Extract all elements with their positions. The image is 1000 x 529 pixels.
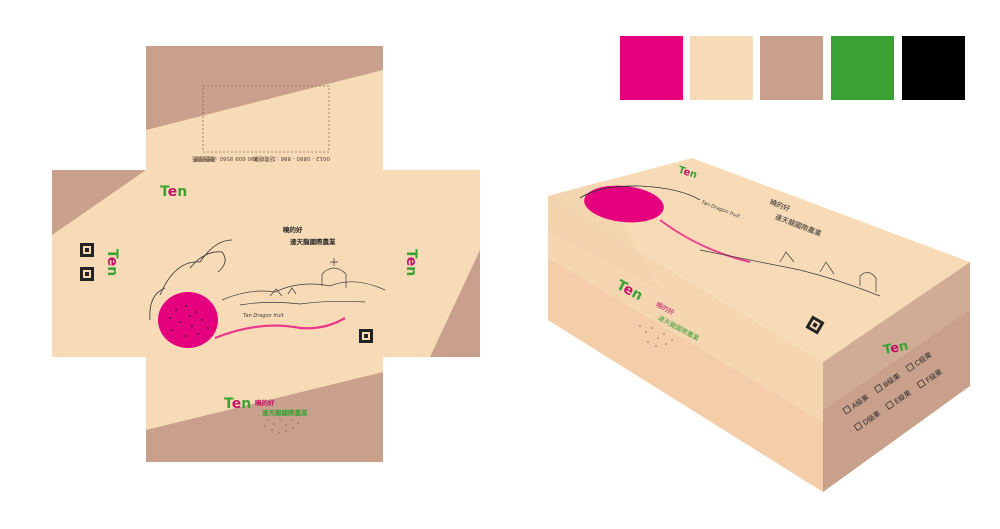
logo-left-rotated: Ten	[104, 249, 120, 276]
logo-top: Ten	[160, 184, 187, 200]
qr-code-left	[80, 243, 94, 281]
grade-box-d	[853, 421, 863, 432]
box-front-band	[548, 258, 823, 492]
box-end-light	[823, 262, 970, 410]
flap-text-3: 部莊經理	[193, 155, 216, 163]
swatch-green	[831, 36, 894, 100]
swatch-taupe	[760, 36, 823, 100]
qr-code-net	[359, 329, 373, 343]
logo-letter-e: e	[168, 184, 178, 200]
box-qr-code	[805, 315, 825, 335]
box-top-shade	[548, 182, 660, 290]
grade-box-b	[873, 383, 884, 394]
net-bottom-dot-pattern	[264, 413, 299, 434]
box-end-logo: Ten	[882, 338, 910, 358]
logo-letter-t: T	[160, 184, 170, 200]
net-bottom-slogan1: 曉的好	[255, 398, 275, 407]
box-mockup: 曉的好 達天龍國際農業 Tan Dragon fruit Ten Ten 曉的好…	[548, 158, 970, 492]
flap-text-1: 0012 - 0880 - 886 : 話電絡聯	[253, 155, 330, 163]
net-bottom-slogan2: 達天龍國際農業	[262, 408, 308, 417]
logo-letter-n: n	[177, 184, 187, 200]
net-script-caption: Tan Dragon fruit	[243, 313, 285, 319]
net-slogan-line2: 達天龍國際農業	[290, 237, 336, 246]
net-right-shade	[430, 250, 480, 357]
box-top-logo: Ten	[677, 165, 699, 181]
net-left-shade	[52, 170, 146, 235]
net-landscape-sketch	[221, 258, 386, 306]
svg-text:Ten: Ten	[403, 249, 419, 276]
grade-box-f	[916, 379, 926, 389]
top-flap-texts: 0012 - 0880 - 886 : 話電絡聯 990 609 9560 : …	[192, 155, 330, 163]
box-dragon-fruit	[584, 185, 664, 223]
swatch-black	[902, 36, 965, 100]
flap-text-2: 990 609 9560 : 號統號統	[192, 155, 258, 163]
swatch-magenta	[620, 36, 683, 100]
net-slogan-line1: 曉的好	[283, 225, 303, 234]
net-dragon-fruit	[149, 239, 346, 348]
box-front-dot-pattern	[639, 325, 673, 347]
swatch-cream	[690, 36, 753, 100]
box-landscape-sketch	[699, 249, 881, 297]
logo-bottom: Ten	[224, 396, 251, 412]
svg-text:Ten: Ten	[104, 249, 120, 276]
grade-box-a	[842, 405, 852, 415]
grade-box-c	[905, 362, 915, 372]
logo-right-rotated: Ten	[403, 249, 419, 276]
grade-box-e	[885, 400, 895, 410]
